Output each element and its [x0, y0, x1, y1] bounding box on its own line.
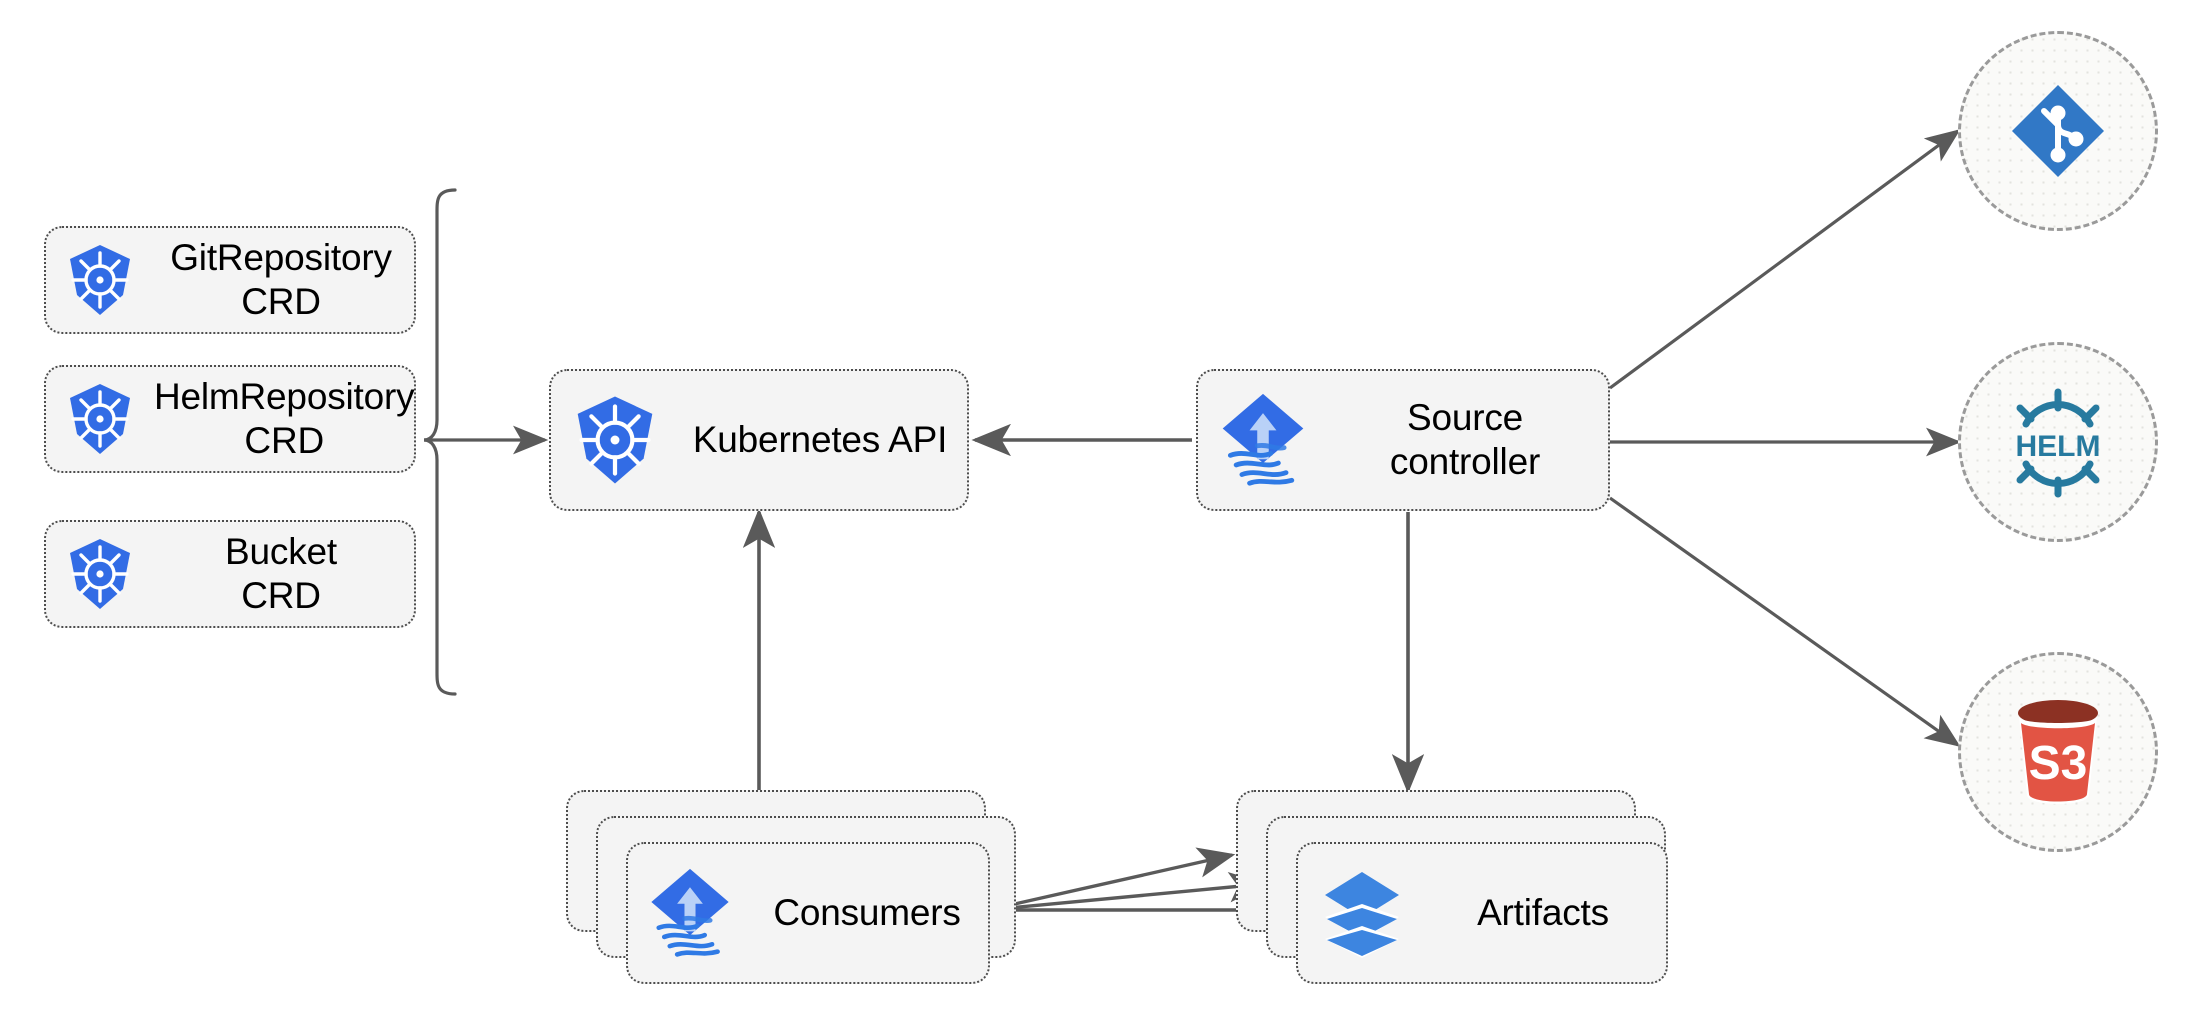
crd-card-label: GitRepository CRD: [170, 236, 392, 322]
node-source-controller[interactable]: Source controller: [1196, 369, 1610, 511]
layers-icon: [1298, 868, 1426, 958]
kubernetes-icon: [551, 394, 679, 486]
kubernetes-icon: [46, 537, 154, 611]
crd-card-helmrepository[interactable]: HelmRepository CRD: [44, 365, 416, 473]
crd-card-label: Bucket CRD: [225, 530, 337, 616]
edge-consumers-to-artifacts-2: [987, 871, 1267, 912]
node-consumers[interactable]: Consumers: [626, 842, 990, 984]
svg-text:S3: S3: [2029, 737, 2088, 790]
edge-source-controller-to-git: [1609, 129, 1961, 390]
node-label: Artifacts: [1477, 891, 1609, 933]
helm-icon: HELM: [2016, 388, 2101, 498]
s3-bucket-icon: S3: [2018, 700, 2098, 804]
external-node-git[interactable]: [1958, 31, 2158, 231]
node-label: Kubernetes API: [692, 418, 948, 460]
node-artifacts[interactable]: Artifacts: [1296, 842, 1668, 984]
crd-card-bucket[interactable]: Bucket CRD: [44, 520, 416, 628]
kubernetes-icon: [46, 243, 154, 317]
svg-text:HELM: HELM: [2016, 430, 2101, 463]
crd-card-label: HelmRepository CRD: [154, 375, 415, 461]
flux-icon: [628, 865, 752, 961]
node-label: Consumers: [773, 891, 961, 933]
crd-group-bracket: [423, 188, 457, 696]
crd-card-gitrepository[interactable]: GitRepository CRD: [44, 226, 416, 334]
node-label: Source controller: [1389, 396, 1541, 482]
edge-consumers-to-artifacts-1: [987, 847, 1236, 912]
git-icon: [2012, 85, 2104, 177]
flux-icon: [1198, 390, 1328, 490]
external-node-s3[interactable]: S3: [1958, 652, 2158, 852]
edge-source-controller-to-s3: [1609, 496, 1961, 747]
external-node-helm[interactable]: HELM: [1958, 342, 2158, 542]
kubernetes-icon: [46, 382, 154, 456]
node-kubernetes-api[interactable]: Kubernetes API: [549, 369, 969, 511]
